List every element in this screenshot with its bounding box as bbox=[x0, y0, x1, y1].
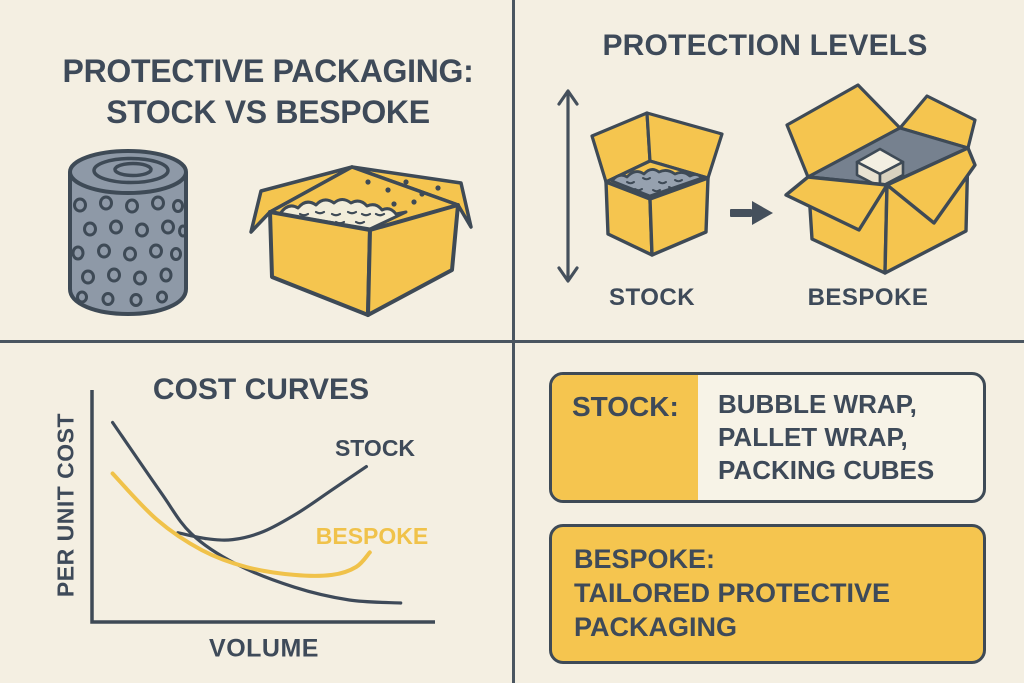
bubble-wrap-roll-icon bbox=[68, 149, 188, 316]
cost-chart: STOCK BESPOKE bbox=[90, 390, 435, 624]
bubble-wrap-fill bbox=[278, 198, 408, 231]
stock-card-item: PACKING CUBES bbox=[718, 455, 935, 485]
bespoke-card-line: BESPOKE: bbox=[574, 544, 716, 574]
stock-card-items: BUBBLE WRAP, PALLET WRAP, PACKING CUBES bbox=[718, 388, 934, 487]
main-title: PROTECTIVE PACKAGING: STOCK VS BESPOKE bbox=[63, 51, 474, 133]
stock-card: STOCK: BUBBLE WRAP, PALLET WRAP, PACKING… bbox=[549, 372, 986, 503]
open-box-icon bbox=[249, 165, 473, 317]
bespoke-caption: BESPOKE bbox=[807, 284, 929, 311]
bespoke-box-front-left-flap bbox=[784, 175, 889, 232]
stock-card-item: PALLET WRAP, bbox=[718, 422, 908, 452]
box-front-right-panel bbox=[366, 203, 460, 317]
stock-caption: STOCK bbox=[608, 284, 696, 311]
main-title-line2: STOCK VS BESPOKE bbox=[106, 94, 430, 130]
stock-curve bbox=[176, 465, 368, 542]
bespoke-box-front-right-flap bbox=[885, 146, 977, 225]
protection-levels-title: PROTECTION LEVELS bbox=[602, 29, 928, 62]
bespoke-box-icon bbox=[784, 83, 977, 275]
box-inner-dots bbox=[365, 179, 441, 207]
bespoke-card-lines: BESPOKE: TAILORED PROTECTIVE PACKAGING bbox=[574, 542, 890, 644]
chart-axes bbox=[90, 390, 435, 624]
bespoke-card-line: PACKAGING bbox=[574, 612, 738, 642]
main-title-line1: PROTECTIVE PACKAGING: bbox=[62, 53, 474, 89]
horizontal-divider bbox=[0, 340, 1024, 343]
stock-box-dashes bbox=[626, 177, 683, 193]
chart-bespoke-label: BESPOKE bbox=[316, 523, 428, 549]
stock-card-label: STOCK: bbox=[572, 391, 679, 422]
height-range-arrow-icon bbox=[557, 89, 579, 283]
roll-bubbles bbox=[71, 195, 188, 307]
stock-card-yellow-pane bbox=[552, 375, 698, 500]
transform-arrow-icon bbox=[730, 201, 773, 225]
x-axis-label: VOLUME bbox=[209, 634, 319, 663]
stock-box-icon bbox=[590, 111, 724, 257]
bespoke-card-line: TAILORED PROTECTIVE bbox=[574, 578, 891, 608]
bespoke-card: BESPOKE: TAILORED PROTECTIVE PACKAGING bbox=[549, 524, 986, 664]
cost-curves-title: COST CURVES bbox=[152, 373, 370, 406]
chart-stock-label: STOCK bbox=[335, 435, 415, 461]
bespoke-curve bbox=[110, 471, 372, 578]
roll-spiral-outer bbox=[92, 156, 170, 185]
stock-card-item: BUBBLE WRAP, bbox=[718, 389, 917, 419]
box-front-left-panel bbox=[268, 210, 372, 317]
stock-box-front-right-panel bbox=[648, 176, 710, 257]
roll-spiral-inner bbox=[113, 161, 153, 178]
